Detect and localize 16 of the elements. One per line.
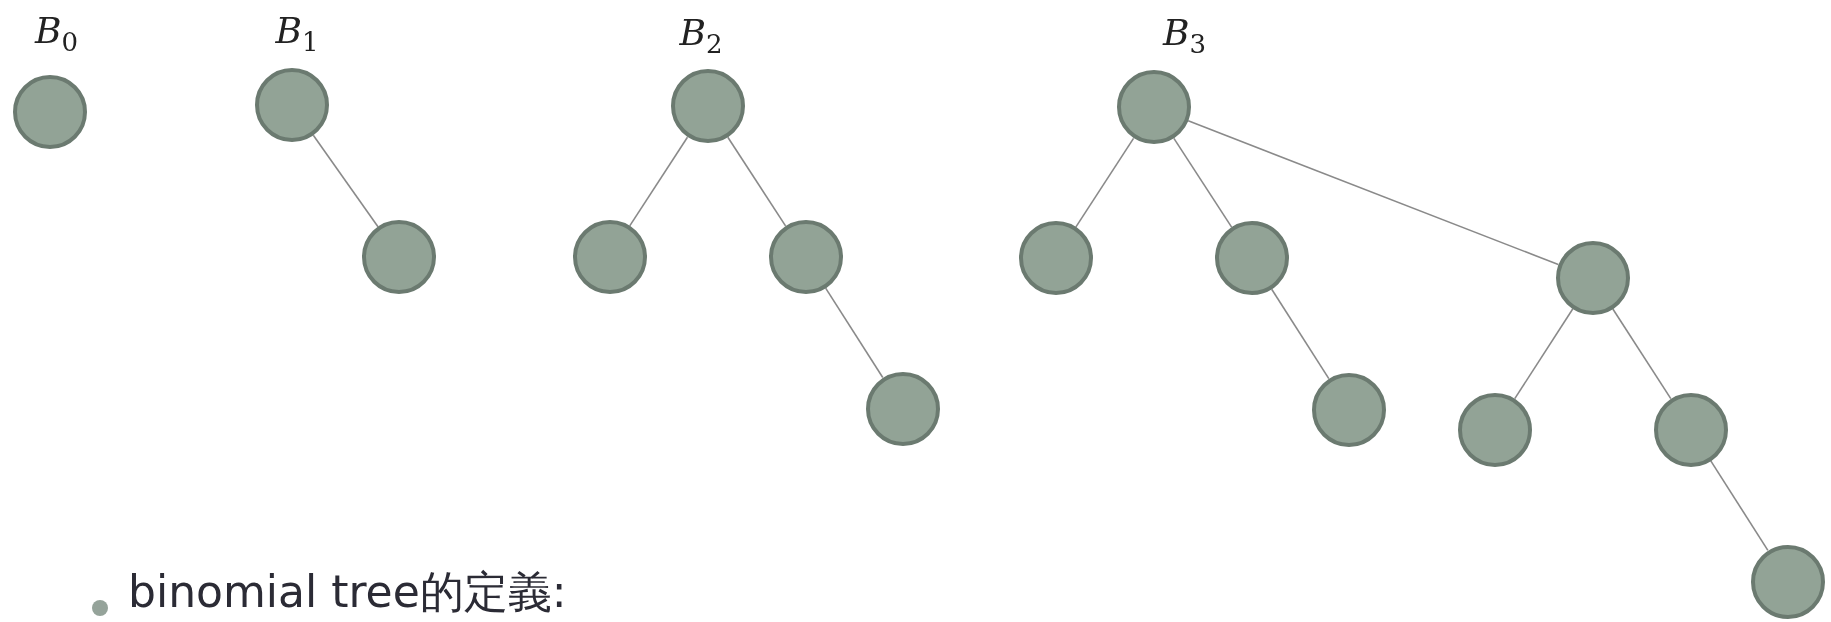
tree-edge-line bbox=[1173, 137, 1233, 228]
tree-edge-line bbox=[1075, 137, 1135, 228]
tree-edge-line bbox=[824, 287, 884, 379]
bullet-text: binomial tree的定義: bbox=[128, 566, 567, 618]
tree-edge-line bbox=[312, 134, 379, 228]
tree-edge-line bbox=[1612, 308, 1672, 400]
tree-label: B$_{2}$ bbox=[679, 13, 723, 62]
tree-edge-line bbox=[1710, 460, 1769, 552]
tree-label: B$_{0}$ bbox=[35, 11, 79, 60]
tree-label: B$_{1}$ bbox=[275, 11, 319, 60]
tree-edge-line bbox=[1187, 120, 1560, 266]
tree-label: B$_{3}$ bbox=[1163, 13, 1207, 62]
tree-edge-line bbox=[1513, 308, 1574, 400]
tree-edge-line bbox=[727, 136, 787, 227]
tree-edge-line bbox=[1270, 288, 1330, 380]
tree-edge-line bbox=[628, 136, 689, 227]
